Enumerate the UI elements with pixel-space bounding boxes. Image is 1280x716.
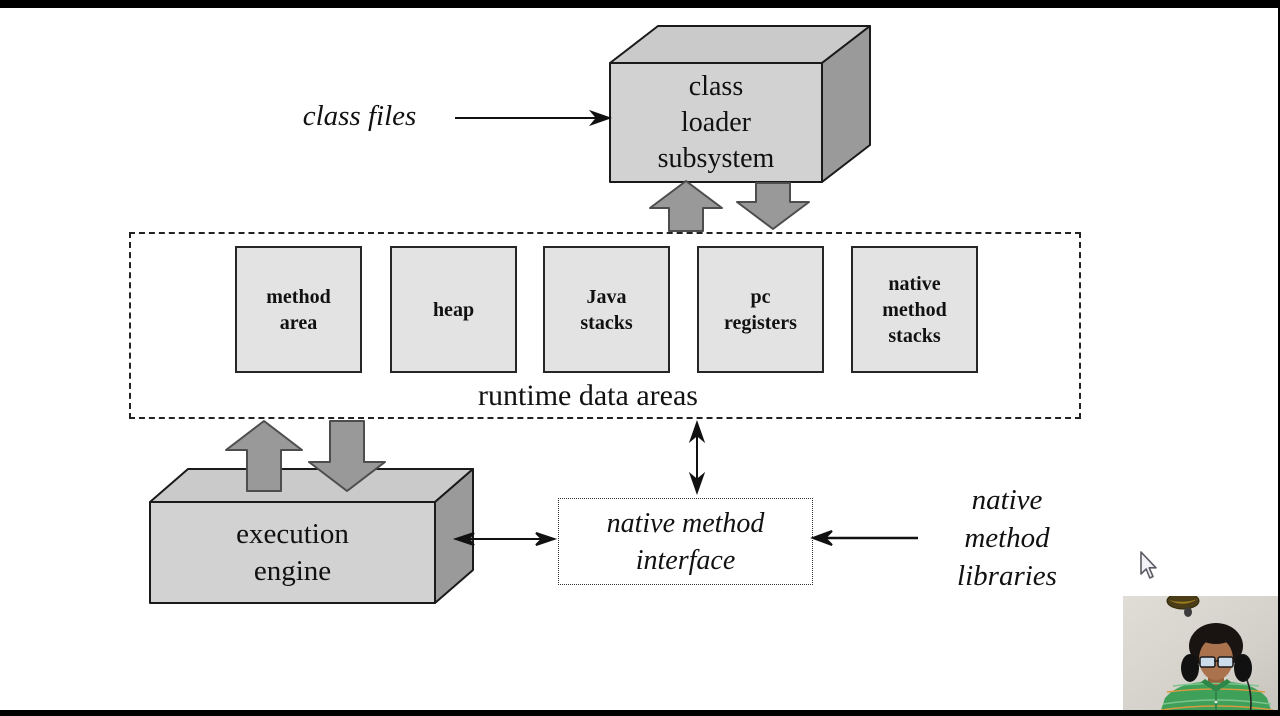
nms-line2: method (882, 298, 947, 321)
execution-engine-line2: engine (253, 554, 332, 587)
class-loader-line2: loader (681, 106, 751, 138)
letterbox-top-bar (0, 0, 1280, 8)
class-files-label: class files (302, 100, 417, 132)
classloader-runtime-arrows (649, 180, 810, 232)
engine-nmi-arrow (452, 532, 558, 546)
runtime-engine-arrows (225, 420, 386, 492)
java-stacks-line1: Java (586, 285, 627, 308)
runtime-data-areas-label: runtime data areas (478, 379, 698, 412)
shirt (1159, 679, 1274, 716)
nmi-line1: native method (606, 507, 765, 539)
down-arrow-icon (308, 420, 386, 492)
pc-registers-line2: registers (724, 311, 797, 334)
runtime-data-areas-container (129, 232, 1081, 419)
class-loader-line1: class (688, 70, 744, 102)
nms-line3: stacks (888, 324, 941, 347)
up-arrow-icon (225, 420, 303, 492)
headphone-right-cup (1234, 654, 1252, 682)
method-area-line2: area (279, 311, 318, 334)
pc-registers-line1: pc (750, 285, 771, 308)
wall-ornament (1166, 596, 1200, 617)
glasses (1199, 656, 1234, 668)
mouse-cursor-icon (1140, 551, 1157, 579)
class-loader-3d-box (609, 25, 871, 183)
nms-line1: native (888, 272, 941, 295)
java-stacks-line2: stacks (580, 311, 633, 334)
collar (1201, 679, 1231, 692)
letterbox-bottom-bar (0, 710, 1280, 716)
up-arrow-icon (649, 180, 723, 232)
java-stacks-box: Java stacks (543, 246, 670, 373)
nml-nmi-arrow (810, 530, 918, 546)
native-method-libraries-label: native method libraries (912, 481, 1102, 595)
runtime-nmi-arrow (688, 419, 706, 496)
class-loader-line3: subsystem (657, 142, 775, 174)
native-method-stacks-box: native method stacks (851, 246, 978, 373)
pc-registers-box: pc registers (697, 246, 824, 373)
nml-line3: libraries (957, 560, 1057, 592)
execution-engine-line1: execution (236, 517, 349, 550)
execution-engine-3d-box (149, 468, 474, 604)
classfiles-arrow (455, 109, 613, 127)
headphone-left-cup (1181, 654, 1199, 682)
nmi-line2: interface (635, 544, 736, 576)
class-loader-subsystem-label: class loader subsystem (610, 63, 822, 182)
method-area-box: method area (235, 246, 362, 373)
presenter-webcam (1123, 596, 1280, 716)
heap-line1: heap (432, 298, 475, 321)
method-area-line1: method (266, 285, 331, 308)
native-method-interface-box: native method interface (558, 498, 813, 585)
frame-right-border (1278, 8, 1280, 710)
presenter-person (1159, 623, 1274, 716)
nml-line2: method (964, 522, 1050, 554)
down-arrow-icon (736, 182, 810, 230)
nml-line1: native (971, 484, 1043, 516)
execution-engine-label: execution engine (150, 502, 435, 603)
face (1199, 638, 1233, 680)
thin-arrows (452, 109, 918, 546)
heap-box: heap (390, 246, 517, 373)
